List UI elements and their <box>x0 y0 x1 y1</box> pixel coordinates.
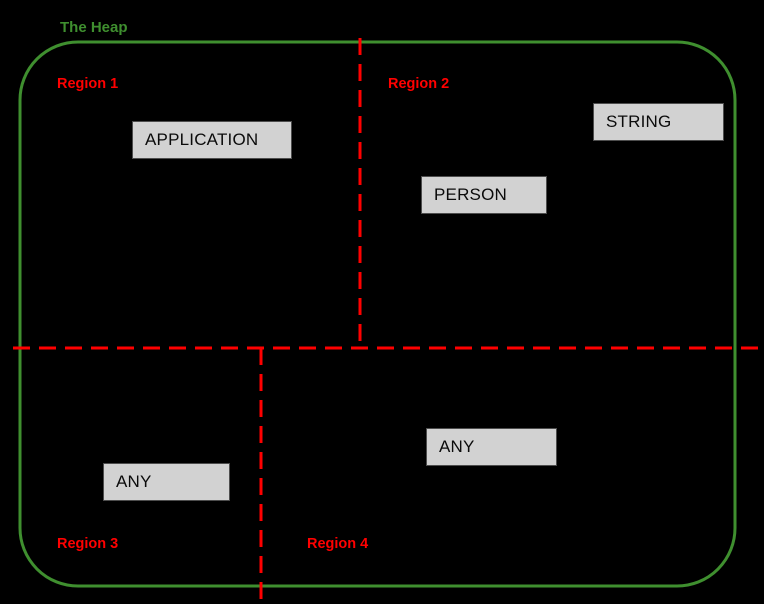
object-box-application-label: APPLICATION <box>145 130 259 149</box>
heap-title-label: The Heap <box>60 19 128 36</box>
object-box-person-label: PERSON <box>434 185 507 204</box>
object-box-string[interactable]: STRING <box>593 103 724 141</box>
object-box-person[interactable]: PERSON <box>421 176 547 214</box>
region-3-label: Region 3 <box>57 536 119 552</box>
object-box-any-region-3[interactable]: ANY <box>103 463 230 501</box>
object-box-any-region-4-label: ANY <box>439 437 475 456</box>
object-box-string-label: STRING <box>606 112 672 131</box>
object-box-application[interactable]: APPLICATION <box>132 121 292 159</box>
region-1-label: Region 1 <box>57 76 119 92</box>
object-box-any-region-3-label: ANY <box>116 472 152 491</box>
heap-boundary-rect <box>18 40 737 588</box>
region-2-label: Region 2 <box>388 76 450 92</box>
region-4-label: Region 4 <box>307 536 369 552</box>
object-box-any-region-4[interactable]: ANY <box>426 428 557 466</box>
